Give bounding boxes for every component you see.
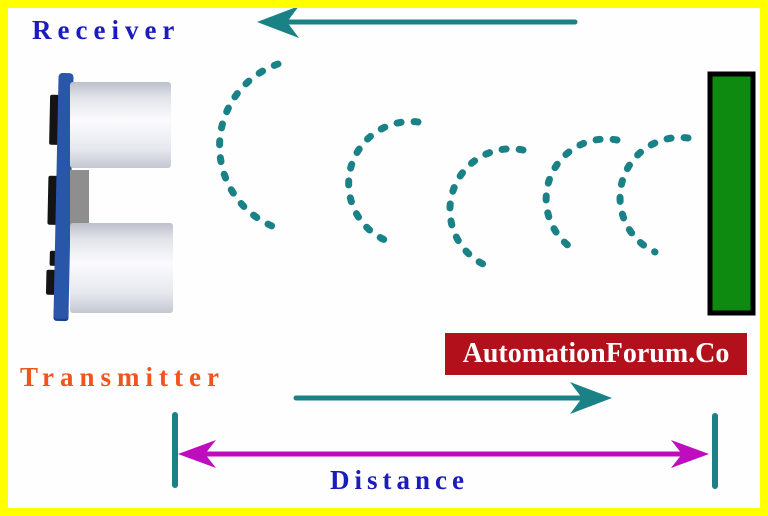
distance-measure-arrow (172, 412, 718, 489)
watermark-banner: AutomationForum.Co (445, 333, 747, 375)
sound-waves (216, 60, 692, 269)
watermark-text: AutomationForum.Co (462, 338, 730, 369)
wave-arc-4 (542, 135, 621, 256)
diagram-graphics (45, 8, 756, 489)
transmitter-transducer (70, 223, 173, 313)
wave-arc-5 (616, 133, 692, 256)
arrowhead-left-icon (178, 440, 216, 468)
receiver-label: Receiver (32, 15, 181, 45)
wave-arc-1 (216, 60, 282, 230)
transmit-direction-arrow (293, 382, 612, 414)
ultrasonic-sensor (45, 72, 74, 322)
distance-bound-right (712, 413, 718, 489)
transmitter-label: Transmitter (20, 362, 225, 392)
sensor-crystal (70, 170, 89, 226)
distance-label: Distance (330, 465, 469, 495)
target-object (707, 71, 756, 316)
sensor-board (53, 72, 74, 320)
arrowhead-right-icon (671, 440, 709, 468)
echo-return-arrow (257, 8, 578, 38)
distance-bound-left (172, 412, 178, 488)
wave-arc-2 (345, 118, 422, 244)
arrowhead-left-icon (257, 8, 299, 38)
wave-arc-3 (446, 145, 527, 269)
receiver-transducer (70, 82, 171, 168)
arrowhead-right-icon (570, 382, 612, 414)
